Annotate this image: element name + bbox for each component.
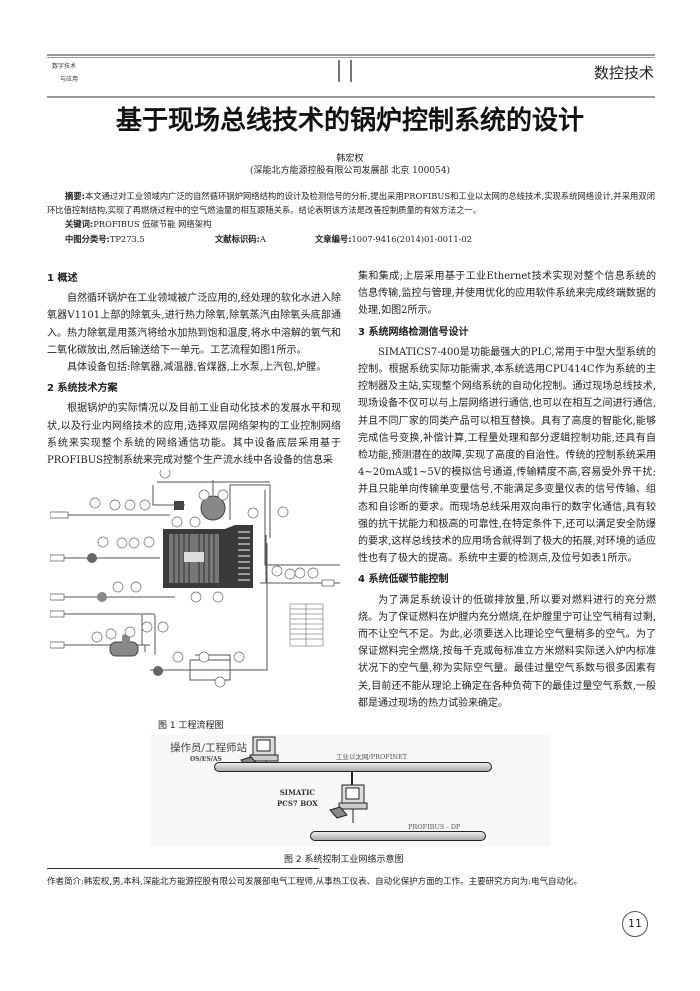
section-heading: 4 系统低碳节能控制 bbox=[358, 574, 449, 586]
paragraph: 集和集成;上层采用基于工业Ethernet技术实现对整个信息系统的信息传输,监控… bbox=[358, 271, 656, 317]
ethernet-bus bbox=[214, 762, 492, 772]
section-heading: 1 概述 bbox=[47, 273, 78, 284]
affiliation: (深能北方能源控股有限公司发展部 北京 100054) bbox=[249, 166, 451, 176]
section-heading: 2 系统技术方案 bbox=[47, 383, 118, 395]
paragraph: SIMATICS7-400是功能最强大的PLC,常用于中型大型系统的控制。根据系… bbox=[358, 346, 656, 565]
author-bio: 作者简介:韩宏权,男,本科,深能北方能源控股有限公司发展部电气工程师,从事热工仪… bbox=[47, 877, 583, 887]
figure2-network-diagram: 操作员/工程师站 OS/ES/AS 工业以太网/PROFINET SIMATIC… bbox=[150, 735, 550, 847]
section-heading: 3 系统网络检测信号设计 bbox=[358, 326, 469, 338]
bus-connector bbox=[351, 772, 353, 785]
author: 韩宏权 bbox=[336, 154, 364, 164]
page-number: 11 bbox=[622, 911, 648, 937]
figure2-caption: 图 2 系统控制工业网络示意图 bbox=[284, 855, 404, 865]
right-column: 集和集成;上层采用基于工业Ethernet技术实现对整个信息系统的信息传输,监控… bbox=[358, 268, 656, 712]
header-divider bbox=[338, 60, 352, 82]
ethernet-label: 工业以太网/PROFINET bbox=[336, 753, 408, 761]
figure1-process-flow-diagram bbox=[50, 470, 340, 688]
simatic-box-computer-icon bbox=[329, 784, 368, 823]
footnote-rule bbox=[47, 868, 319, 869]
profibus-label: PROFIBUS - DP bbox=[408, 823, 461, 831]
header-rule-bottom bbox=[47, 96, 655, 98]
station-sub-label: OS/ES/AS bbox=[190, 756, 222, 763]
header-rule-top bbox=[47, 54, 655, 56]
abstract: 摘要:本文通过对工业领域内广泛的自然循环锅炉网络结构的设计及检测信号的分析,提出… bbox=[47, 191, 655, 215]
journal-section: 数控技术 bbox=[593, 64, 654, 82]
profibus-bus bbox=[310, 831, 486, 841]
left-column: 1 概述 自然循环锅炉在工业领域被广泛应用的,经处理的软化水进入除氧器V1101… bbox=[47, 268, 341, 469]
figure1-caption: 图 1 工程流程图 bbox=[158, 721, 224, 731]
header-rule-top2 bbox=[47, 57, 655, 58]
paragraph: 根据锅炉的实际情况以及目前工业自动化技术的发展水平和现状,以及行业内网络技术的应… bbox=[47, 403, 341, 467]
paper-title: 基于现场总线技术的锅炉控制系统的设计 bbox=[115, 106, 584, 136]
journal-logo: 数字技术与应用 bbox=[52, 63, 79, 83]
paragraph: 自然循环锅炉在工业领域被广泛应用的,经处理的软化水进入除氧器V1101上部的除氧… bbox=[47, 293, 341, 356]
paragraph: 具体设备包括:除氧器,减温器,省煤器,上水泵,上汽包,炉膛。 bbox=[67, 362, 327, 374]
paragraph: 为了满足系统设计的低碳排放量,所以要对燃料进行的充分燃烧。为了保证燃料在炉膛内充… bbox=[358, 594, 656, 709]
station-label: 操作员/工程师站 bbox=[170, 742, 248, 754]
